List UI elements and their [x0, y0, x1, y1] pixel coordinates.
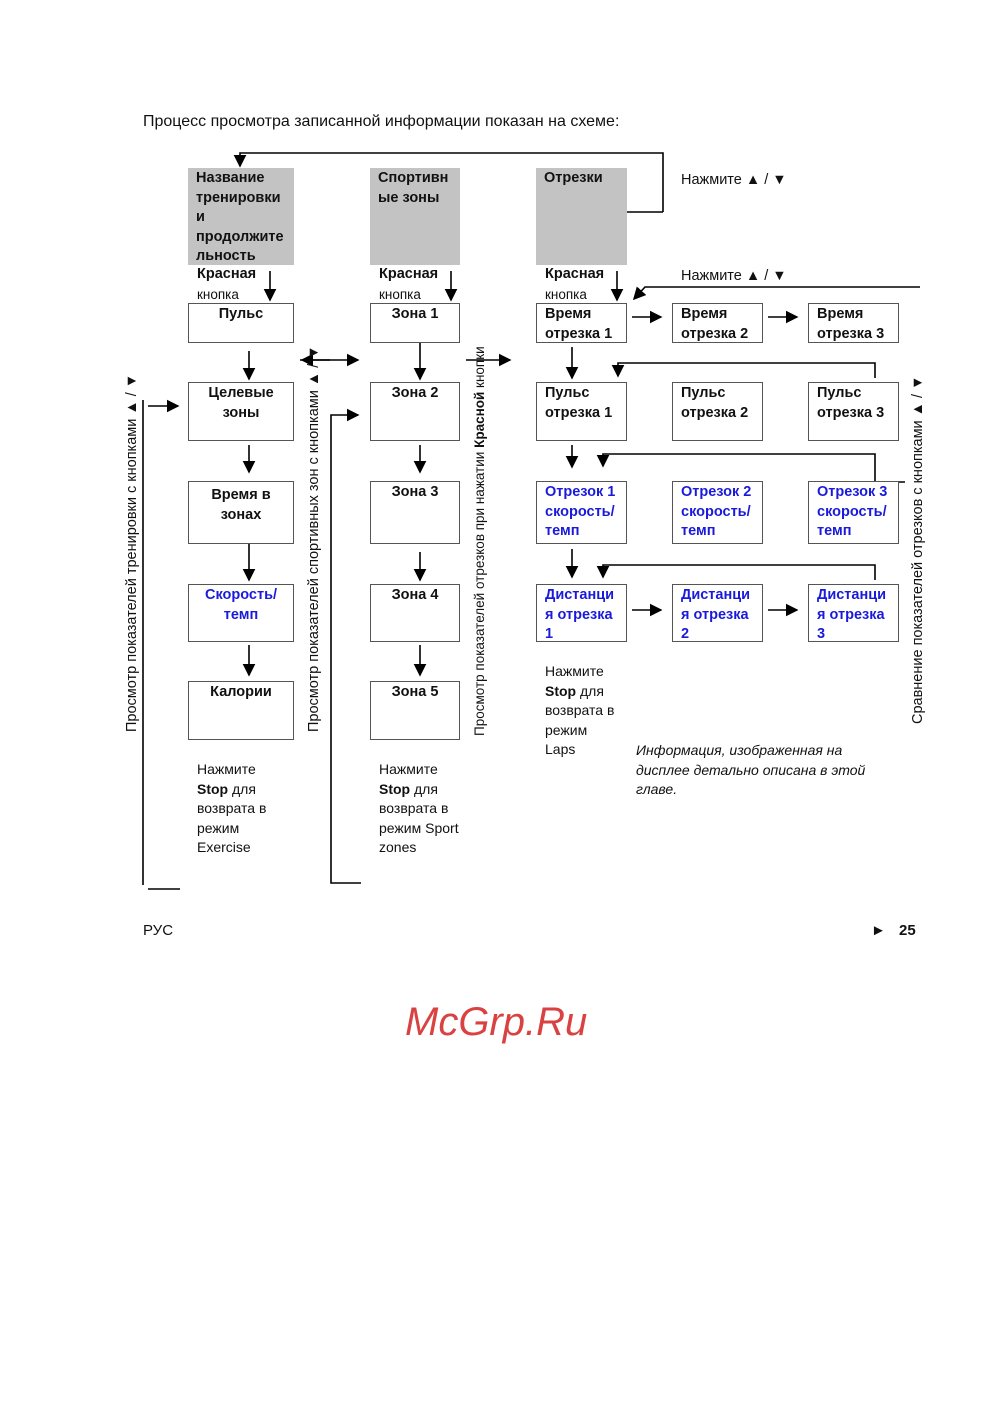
lap-3-distance-box: Дистанция отрезка 3	[808, 584, 899, 642]
note-stop: Stop	[197, 780, 229, 797]
note-rest: для возврата в режим Laps	[545, 682, 615, 758]
lap-1-pulse-box: Пульс отрезка 1	[536, 382, 627, 441]
footer-arrow-icon: ►	[871, 922, 886, 939]
red-label: Красная	[379, 266, 439, 282]
zone-2-box: Зона 2	[370, 382, 460, 441]
vert-part: кнопки	[472, 346, 487, 392]
note-press: Нажмите	[545, 663, 604, 679]
note-stop: Stop	[545, 682, 577, 699]
calories-box: Калории	[188, 681, 294, 740]
speed-pace-box: Скорость/темп	[188, 584, 294, 642]
button-label: кнопка	[379, 287, 421, 302]
zone-4-box: Зона 4	[370, 584, 460, 642]
red-label: Красная	[545, 266, 605, 282]
press-up-down-1: Нажмите ▲ / ▼	[681, 172, 787, 188]
lap-2-distance-box: Дистанция отрезка 2	[672, 584, 763, 642]
lap-2-speed-box: Отрезок 2 скорость/ темп	[672, 481, 763, 544]
lap-3-pulse-box: Пульс отрезка 3	[808, 382, 899, 441]
vertical-label-zones: Просмотр показателей спортивных зон с кн…	[306, 345, 322, 732]
info-note: Информация, изображенная на дисплее дета…	[636, 742, 866, 797]
zone-3-box: Зона 3	[370, 481, 460, 544]
lap-3-time-box: Время отрезка 3	[808, 303, 899, 343]
vertical-label-workout: Просмотр показателей тренировки с кнопка…	[124, 373, 140, 732]
workout-name-header: Название тренировки и продолжительность	[188, 168, 294, 265]
sport-zones-header: Спортивные зоны	[370, 168, 460, 265]
target-zones-box: Целевые зоны	[188, 382, 294, 441]
button-label: кнопка	[197, 287, 239, 302]
vert-part: Просмотр показателей отрезков при нажати…	[472, 447, 487, 736]
lap-2-pulse-box: Пульс отрезка 2	[672, 382, 763, 441]
time-in-zones-box: Время в зонах	[188, 481, 294, 544]
pulse-box: Пульс	[188, 303, 294, 343]
note-stop: Stop	[379, 780, 411, 797]
watermark: McGrp.Ru	[405, 1000, 588, 1044]
press-up-down-2: Нажмите ▲ / ▼	[681, 268, 787, 284]
vertical-label-laps: Просмотр показателей отрезков при нажати…	[472, 346, 487, 736]
zone-1-box: Зона 1	[370, 303, 460, 343]
note-press: Нажмите	[197, 761, 256, 777]
note-rest: для возврата в режим Exercise	[197, 780, 267, 856]
footer-language: РУС	[143, 922, 174, 939]
button-label: кнопка	[545, 287, 587, 302]
note-press: Нажмите	[379, 761, 438, 777]
lap-1-distance-box: Дистанция отрезка 1	[536, 584, 627, 642]
red-label: Красная	[197, 266, 257, 282]
vert-bold: Красной	[472, 391, 487, 448]
zone-5-box: Зона 5	[370, 681, 460, 740]
lap-1-speed-box: Отрезок 1 скорость/ темп	[536, 481, 627, 544]
intro-text: Процесс просмотра записанной информации …	[143, 113, 620, 130]
note-rest: для возврата в режим Sport zones	[379, 780, 459, 856]
vertical-label-compare: Сравнение показателей отрезков с кнопкам…	[910, 375, 926, 724]
lap-3-speed-box: Отрезок 3 скорость/ темп	[808, 481, 899, 544]
laps-header: Отрезки	[536, 168, 627, 265]
diagram-connectors	[142, 152, 920, 890]
lap-2-time-box: Время отрезка 2	[672, 303, 763, 343]
lap-1-time-box: Время отрезка 1	[536, 303, 627, 343]
page-number: 25	[899, 922, 916, 939]
